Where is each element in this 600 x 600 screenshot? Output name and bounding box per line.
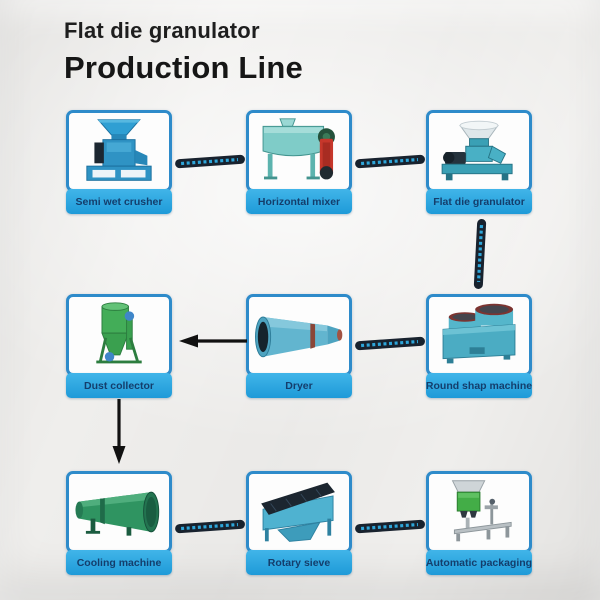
- semi-wet-crusher-image: [66, 110, 172, 192]
- horizontal-mixer-image: [246, 110, 352, 192]
- machine-card-cooling-machine: Cooling machine: [66, 471, 172, 575]
- automatic-packaging-image: [426, 471, 532, 553]
- cooling-machine-image: [66, 471, 172, 553]
- machine-card-semi-wet-crusher: Semi wet crusher: [66, 110, 172, 214]
- machine-label: Flat die granulator: [426, 189, 532, 214]
- machine-label: Dryer: [246, 373, 352, 398]
- dryer-image: [246, 294, 352, 376]
- machine-card-horizontal-mixer: Horizontal mixer: [246, 110, 352, 214]
- round-shap-machine-image: [426, 294, 532, 376]
- flat-die-granulator-image: [426, 110, 532, 192]
- machine-card-dryer: Dryer: [246, 294, 352, 398]
- conveyor-belt-icon: [174, 152, 246, 170]
- machine-label: Semi wet crusher: [66, 189, 172, 214]
- conveyor-belt-icon: [354, 152, 426, 170]
- rotary-sieve-image: [246, 471, 352, 553]
- machine-label: Cooling machine: [66, 550, 172, 575]
- arrow-down-icon: [111, 399, 127, 465]
- conveyor-belt-icon: [354, 517, 426, 535]
- dust-collector-image: [66, 294, 172, 376]
- arrow-left-icon: [178, 333, 248, 349]
- machine-label: Dust collector: [66, 373, 172, 398]
- machine-card-automatic-packaging: Automatic packaging: [426, 471, 532, 575]
- machine-label: Automatic packaging: [426, 550, 532, 575]
- conveyor-belt-icon: [354, 334, 426, 352]
- machine-label: Rotary sieve: [246, 550, 352, 575]
- machine-card-dust-collector: Dust collector: [66, 294, 172, 398]
- machine-label: Round shap machine: [426, 373, 532, 398]
- conveyor-belt-vertical-icon: [471, 218, 489, 290]
- machine-card-rotary-sieve: Rotary sieve: [246, 471, 352, 575]
- machine-label: Horizontal mixer: [246, 189, 352, 214]
- diagram-subtitle: Production Line: [64, 50, 303, 85]
- diagram-title: Flat die granulator: [64, 18, 260, 43]
- conveyor-belt-icon: [174, 517, 246, 535]
- machine-card-flat-die-granulator: Flat die granulator: [426, 110, 532, 214]
- machine-card-round-shap-machine: Round shap machine: [426, 294, 532, 398]
